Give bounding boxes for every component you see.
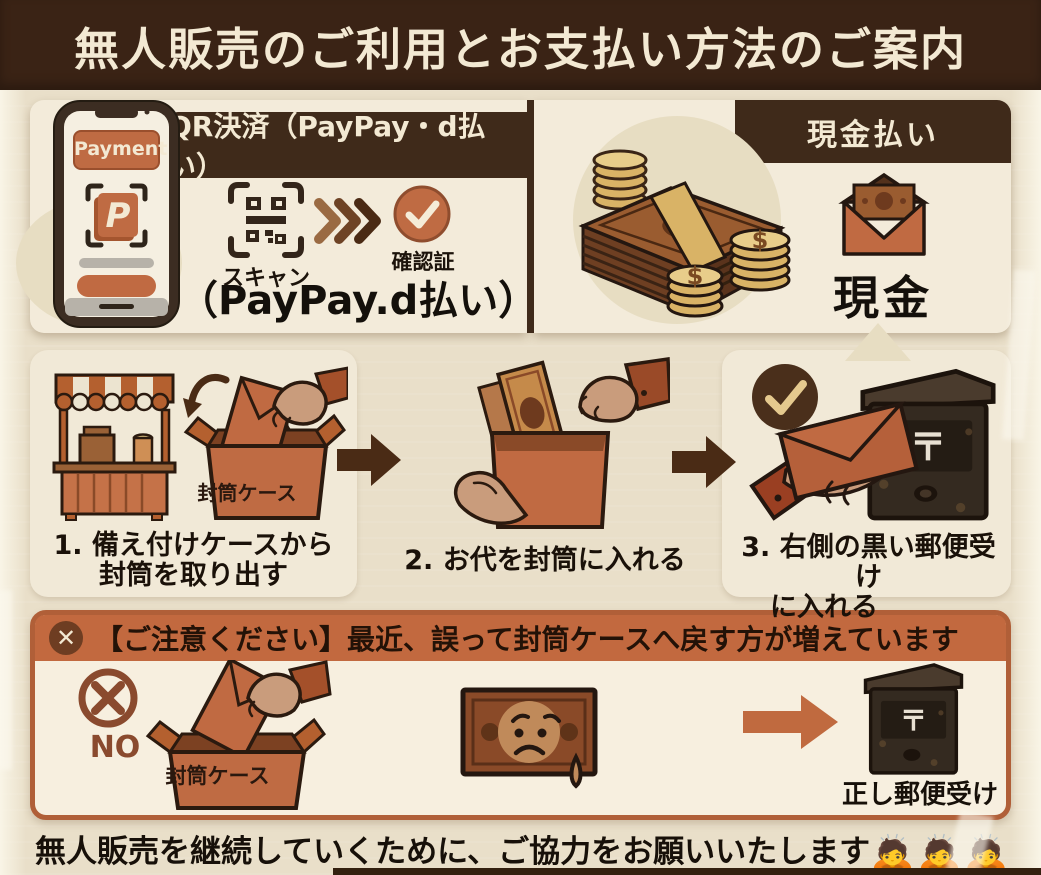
scan-label: スキャン xyxy=(196,260,336,292)
step3-caption: 3. 右側の黒い郵便受け に入れる xyxy=(728,533,1009,623)
money-into-envelope-icon xyxy=(454,356,670,529)
cash-envelope-icon xyxy=(838,172,930,256)
envelope-case-label-text: 封筒ケース xyxy=(197,481,297,505)
take-envelope-from-case-icon xyxy=(183,366,348,520)
phone-payment-button: Payment xyxy=(74,138,168,160)
step3-caption-line2: に入れる xyxy=(770,592,878,623)
cash-panel-header-label: 現金払い xyxy=(807,117,939,153)
step2-caption: 2. お代を封筒に入れる xyxy=(385,546,705,576)
cash-panel-header: 現金払い xyxy=(735,100,1011,163)
correct-mailbox-label-text: 正し郵便受け xyxy=(841,780,998,810)
market-stall-icon xyxy=(52,373,177,521)
money-stack-icon: $ $ xyxy=(573,116,791,324)
step1-caption-line1: 1. 備え付けケースから xyxy=(53,530,334,561)
qr-big-label: （PayPay.d払い） xyxy=(178,268,538,326)
cash-big-label-text: 現金 xyxy=(833,271,933,325)
warning-header-text: 【ご注意ください】最近、誤って封筒ケースへ戻す方が増えています xyxy=(95,623,959,656)
chevron-arrows-icon xyxy=(314,198,381,244)
qr-panel-header: QR決済（PayPay・d払い） xyxy=(168,110,527,183)
right-arrow-icon xyxy=(672,436,736,488)
right-arrow-icon xyxy=(337,434,401,486)
warning-x-icon: ✕ xyxy=(49,621,83,655)
confirm-check-icon xyxy=(393,185,451,243)
panel-divider xyxy=(527,100,534,333)
cash-big-label: 現金 xyxy=(798,262,968,328)
no-label-text: NO xyxy=(89,730,141,765)
sad-banknote-icon xyxy=(460,687,598,789)
warning-x-glyph: ✕ xyxy=(55,624,77,652)
step3-caption-line1: 3. 右側の黒い郵便受け xyxy=(741,532,996,593)
correct-mailbox-label: 正し郵便受け xyxy=(825,774,1015,811)
step2-caption-line1: 2. お代を封筒に入れる xyxy=(404,545,686,576)
wood-streak xyxy=(0,590,12,770)
envelope-case-label: 封筒ケース xyxy=(192,477,302,506)
page-title: 無人販売のご利用とお支払い方法のご案内 xyxy=(73,22,967,76)
warning-header: ✕ 【ご注意ください】最近、誤って封筒ケースへ戻す方が増えています xyxy=(35,615,1006,661)
postal-mark-glyph: 〒 xyxy=(900,706,927,737)
no-label: NO xyxy=(80,730,150,765)
right-arrow-icon xyxy=(743,695,838,749)
qr-code-icon xyxy=(228,182,304,258)
envelope-back-into-case-icon xyxy=(145,660,332,810)
envelope-case-label: 封筒ケース xyxy=(160,760,275,790)
step1-caption-line2: 封筒を取り出す xyxy=(99,560,288,591)
smartphone-icon: P xyxy=(53,100,180,328)
coin-dollar-glyph: $ xyxy=(687,262,704,290)
coin-dollar-glyph: $ xyxy=(752,226,769,254)
footer-text: 無人販売を継続していくために、ご協力をお願いいたします xyxy=(35,834,871,870)
confirm-label: 確認証 xyxy=(368,246,478,276)
approved-check-icon xyxy=(752,364,818,430)
panel-pointer-triangle xyxy=(845,323,911,361)
phone-payment-label: Payment xyxy=(74,138,168,160)
qr-panel-header-label: QR決済（PayPay・d払い） xyxy=(168,110,486,183)
mailbox-icon: 〒 xyxy=(863,663,964,775)
step1-caption: 1. 備え付けケースから 封筒を取り出す xyxy=(35,531,352,591)
hand-envelope-icon xyxy=(749,401,919,521)
no-circle-x-icon xyxy=(78,668,138,728)
qr-big-label-text: （PayPay.d払い） xyxy=(178,278,539,324)
bottom-edge-bar xyxy=(333,868,1041,875)
scan-label-text: スキャン xyxy=(221,266,310,291)
page-title-bar: 無人販売のご利用とお支払い方法のご案内 xyxy=(0,0,1041,90)
phone-logo-letter: P xyxy=(106,196,131,236)
confirm-label-text: 確認証 xyxy=(391,250,455,274)
warning-case-label-text: 封筒ケース xyxy=(165,764,270,788)
footer-message: 無人販売を継続していくために、ご協力をお願いいたします🙇🙇🙇 xyxy=(35,826,1035,875)
